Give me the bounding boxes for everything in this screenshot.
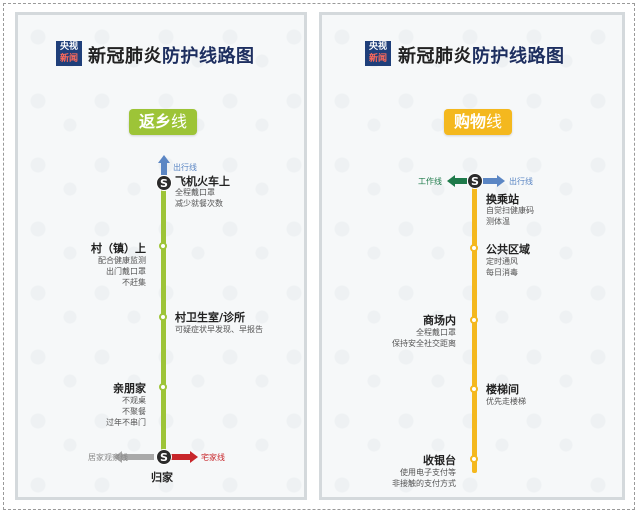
stop-notes: 全程戴口罩 减少就餐次数 xyxy=(175,188,223,208)
page-frame xyxy=(3,3,635,510)
right-tag: 出行线 xyxy=(509,177,533,186)
transfer-station-icon: S xyxy=(156,175,172,191)
stop-name: 亲朋家 xyxy=(113,382,146,395)
stop-name: 村卫生室/诊所 xyxy=(175,311,246,324)
stop-name: 飞机火车上 xyxy=(175,175,230,188)
route-line xyxy=(472,183,477,473)
poster-header: 央视 新闻 新冠肺炎防护线路图 xyxy=(18,37,304,69)
left-tag: 工作线 xyxy=(418,177,442,186)
poster-title: 新冠肺炎防护线路图 xyxy=(88,42,255,68)
stop-dot xyxy=(470,455,478,463)
route-badge-shopping: 购物线 xyxy=(444,109,513,135)
cctv-news-logo: 央视 新闻 xyxy=(56,41,82,66)
stop-dot xyxy=(159,383,167,391)
stop-dot xyxy=(159,242,167,250)
stop-name: 收银台 xyxy=(423,454,456,467)
top-tag: 出行线 xyxy=(173,163,197,172)
stop-dot xyxy=(470,385,478,393)
stop-name: 村（镇）上 xyxy=(91,242,146,255)
cctv-news-logo: 央视 新闻 xyxy=(365,41,391,66)
transfer-station-icon: S xyxy=(156,449,172,465)
title-emph: 防护线路图 xyxy=(472,46,565,67)
stop-notes: 使用电子支付等 非接触的支付方式 xyxy=(392,468,456,488)
stop-dot xyxy=(159,313,167,321)
arrow-left-icon xyxy=(447,175,467,187)
stop-name: 公共区域 xyxy=(486,243,530,256)
title-plain: 新冠肺炎 xyxy=(88,46,162,67)
stop-notes: 优先走楼梯 xyxy=(486,397,526,406)
poster-title: 新冠肺炎防护线路图 xyxy=(398,42,565,68)
stop-name: 换乘站 xyxy=(486,193,519,206)
stop-notes: 配合健康监测 出门戴口罩 不赶集 xyxy=(98,256,146,287)
stop-notes: 可疑症状早发现、早报告 xyxy=(175,325,263,334)
stop-name: 归家 xyxy=(151,471,173,484)
stop-notes: 自觉扫健康码 测体温 xyxy=(486,206,534,226)
title-plain: 新冠肺炎 xyxy=(398,46,472,67)
stop-notes: 不观桌 不聚餐 过年不串门 xyxy=(106,396,146,427)
stop-name: 商场内 xyxy=(423,314,456,327)
poster-return-home: 央视 新闻 新冠肺炎防护线路图 返乡线 出行线 S 飞机火车上 全程戴口罩 减少… xyxy=(15,12,307,500)
title-emph: 防护线路图 xyxy=(162,46,255,67)
transfer-station-icon: S xyxy=(467,173,483,189)
route-badge-return-home: 返乡线 xyxy=(129,109,198,135)
arrow-up-icon xyxy=(158,155,170,175)
stop-notes: 全程戴口罩 保持安全社交距离 xyxy=(392,328,456,348)
bottom-right-tag: 宅家线 xyxy=(201,453,225,462)
arrow-right-icon xyxy=(170,451,198,463)
poster-header: 央视 新闻 新冠肺炎防护线路图 xyxy=(322,37,622,69)
stop-dot xyxy=(470,244,478,252)
bottom-left-tag: 居家观察线 xyxy=(88,453,128,462)
stop-notes: 定时通风 每日消毒 xyxy=(486,257,518,277)
arrow-right-icon xyxy=(483,175,505,187)
stop-dot xyxy=(470,316,478,324)
arrow-left-icon xyxy=(114,451,154,463)
poster-shopping: 央视 新闻 新冠肺炎防护线路图 购物线 工作线 出行线 S 换乘站 自觉扫健康码… xyxy=(319,12,625,500)
stop-name: 楼梯间 xyxy=(486,383,519,396)
